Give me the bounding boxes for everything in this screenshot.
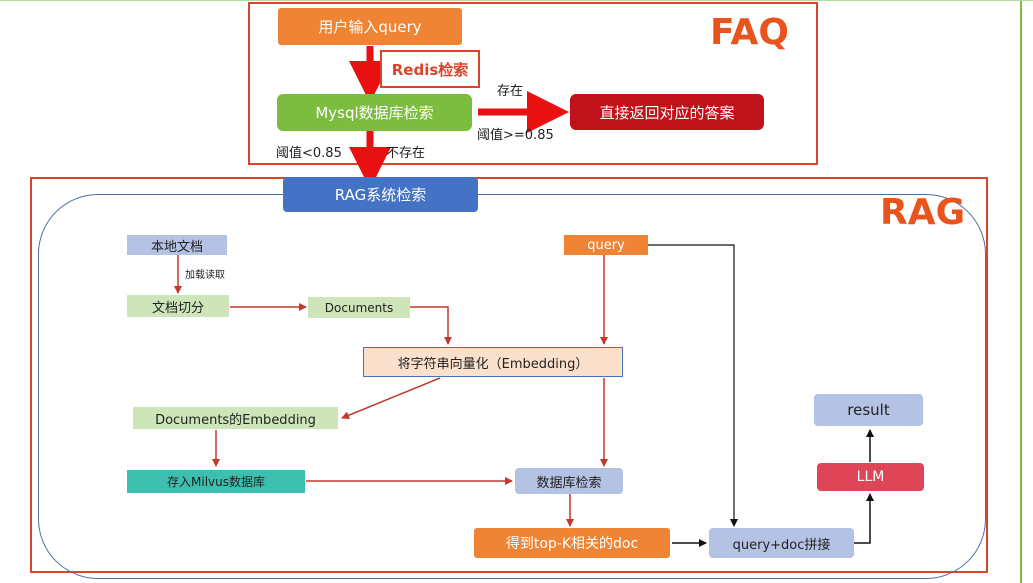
topk-node: 得到top-K相关的doc: [474, 528, 670, 558]
documents-node: Documents: [308, 297, 410, 318]
exists-label: 存在: [497, 84, 524, 99]
rag-section-label: RAG: [880, 192, 966, 233]
local-docs-node: 本地文档: [127, 235, 227, 255]
store-milvus-node: 存入Milvus数据库: [127, 470, 305, 493]
doc-split-node: 文档切分: [127, 295, 229, 317]
threshold-high-label: 阈值>=0.85: [477, 128, 554, 143]
arrow-embedding-to-docemb: [341, 377, 441, 420]
query-node: query: [564, 235, 648, 255]
faq-section-label: FAQ: [710, 12, 789, 53]
rag-inner-frame: [38, 194, 986, 579]
threshold-low-label: 阈值<0.85: [276, 146, 342, 161]
result-node: result: [814, 394, 923, 426]
concat-node: query+doc拼接: [709, 528, 854, 558]
documents-embedding-node: Documents的Embedding: [133, 407, 338, 429]
user-query-node: 用户输入query: [278, 8, 462, 45]
not-exists-label: 不存在: [386, 146, 426, 161]
mysql-search-node: Mysql数据库检索: [277, 94, 472, 131]
rag-system-search-node: RAG系统检索: [283, 177, 478, 212]
return-answer-node: 直接返回对应的答案: [570, 94, 764, 130]
right-edge-line: [1020, 0, 1022, 583]
arrow-query-to-concat: [648, 244, 738, 527]
arrow-documents-to-embedding: [410, 306, 452, 345]
rag-frame: [30, 177, 988, 573]
top-edge-line: [0, 0, 1033, 1]
redis-search-node: Redis检索: [380, 50, 480, 88]
db-search-node: 数据库检索: [515, 468, 623, 494]
load-read-label: 加载读取: [185, 270, 225, 281]
embedding-node: 将字符串向量化（Embedding）: [363, 347, 623, 377]
faq-frame: [248, 2, 818, 165]
arrow-concat-to-llm: [854, 493, 874, 544]
llm-node: LLM: [817, 463, 924, 491]
